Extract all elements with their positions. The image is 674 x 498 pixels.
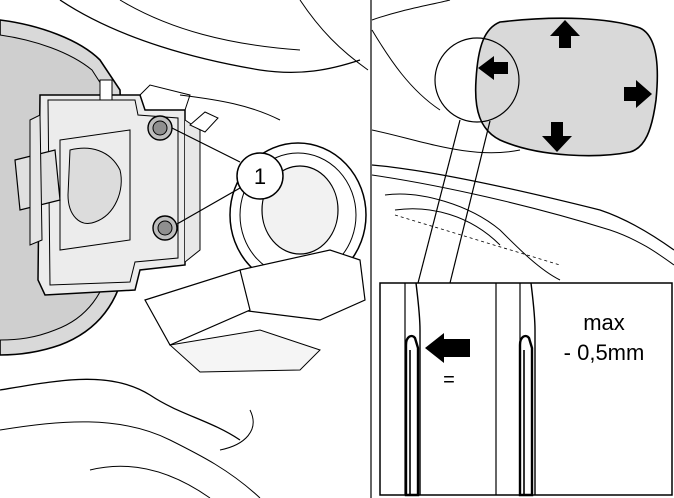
tolerance-label-line1: max — [583, 310, 625, 335]
callout-number: 1 — [254, 164, 266, 189]
flap-edge-profile-right — [518, 334, 534, 497]
right-panel-alignment-view — [371, 0, 674, 284]
left-panel-hinge-view — [0, 0, 369, 498]
gap-detail-inset — [379, 282, 673, 497]
arrow-right-icon — [624, 80, 652, 108]
flap-outline — [474, 17, 659, 157]
bolt-upper — [147, 115, 173, 141]
flap-edge-profile-left — [404, 334, 420, 497]
arrow-pointer-icon — [425, 333, 470, 363]
tolerance-label-line2: - 0,5mm — [564, 340, 645, 365]
magnifier-circle — [434, 37, 520, 123]
bolt-lower — [152, 215, 178, 241]
callout-circle — [236, 152, 284, 200]
arrow-left-icon — [478, 56, 508, 80]
arrow-down-icon — [542, 122, 572, 152]
equal-gap-symbol: = — [443, 369, 455, 391]
arrow-up-icon — [550, 20, 580, 48]
